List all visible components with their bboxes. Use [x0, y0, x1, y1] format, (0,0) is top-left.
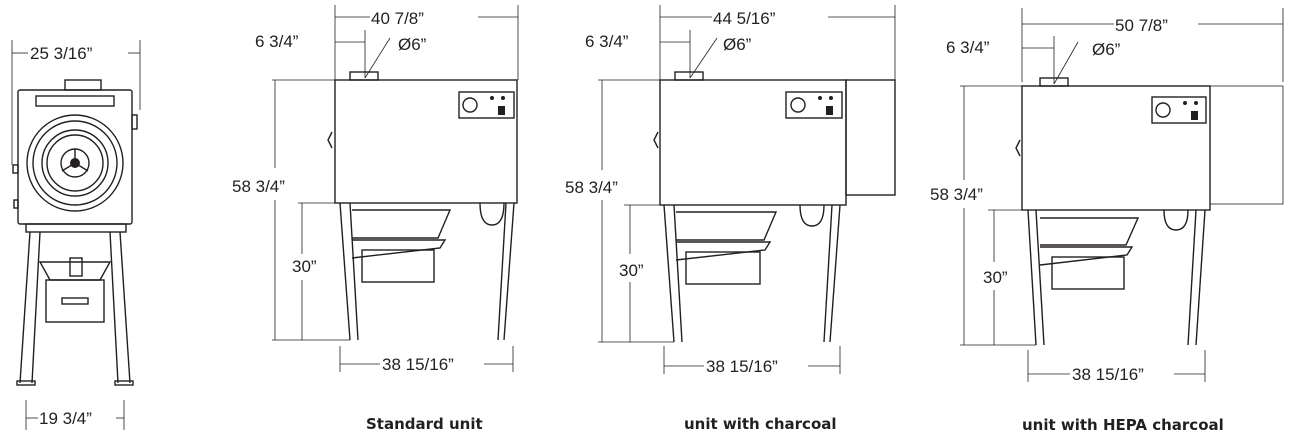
hepa-overall-width: 50 7/8” — [1115, 16, 1168, 35]
front-view: 25 3/16” 19 3/4” — [11, 40, 141, 430]
side-view-hepa-charcoal: 50 7/8” 6 3/4” Ø6” 58 3/4” 30” — [930, 8, 1284, 434]
front-width-top-label: 25 3/16” — [30, 44, 93, 63]
side-view-charcoal: 44 5/16” 6 3/4” Ø6” 58 3/4” 30” — [565, 5, 896, 433]
charcoal-base-width: 38 15/16” — [706, 357, 778, 376]
hepa-duct-diameter: Ø6” — [1092, 40, 1121, 59]
charcoal-duct-diameter: Ø6” — [723, 35, 752, 54]
hepa-height: 58 3/4” — [930, 185, 983, 204]
hepa-duct-offset: 6 3/4” — [946, 38, 990, 57]
standard-leg-height: 30” — [292, 257, 317, 276]
front-width-bottom-label: 19 3/4” — [39, 409, 92, 428]
hepa-leg-height: 30” — [983, 268, 1008, 287]
charcoal-overall-width: 44 5/16” — [713, 9, 776, 28]
hepa-base-width: 38 15/16” — [1072, 365, 1144, 384]
standard-height: 58 3/4” — [232, 177, 285, 196]
standard-overall-width: 40 7/8” — [371, 9, 424, 28]
standard-caption: Standard unit — [366, 415, 483, 433]
standard-duct-offset: 6 3/4” — [255, 32, 299, 51]
hepa-caption: unit with HEPA charcoal — [1022, 416, 1224, 434]
standard-base-width: 38 15/16” — [382, 355, 454, 374]
side-view-standard: 40 7/8” 6 3/4” Ø6” 58 3/4” 30” — [232, 5, 519, 433]
charcoal-caption: unit with charcoal — [684, 415, 837, 433]
standard-duct-diameter: Ø6” — [398, 35, 427, 54]
charcoal-duct-offset: 6 3/4” — [585, 32, 629, 51]
charcoal-height: 58 3/4” — [565, 178, 618, 197]
charcoal-leg-height: 30” — [619, 261, 644, 280]
